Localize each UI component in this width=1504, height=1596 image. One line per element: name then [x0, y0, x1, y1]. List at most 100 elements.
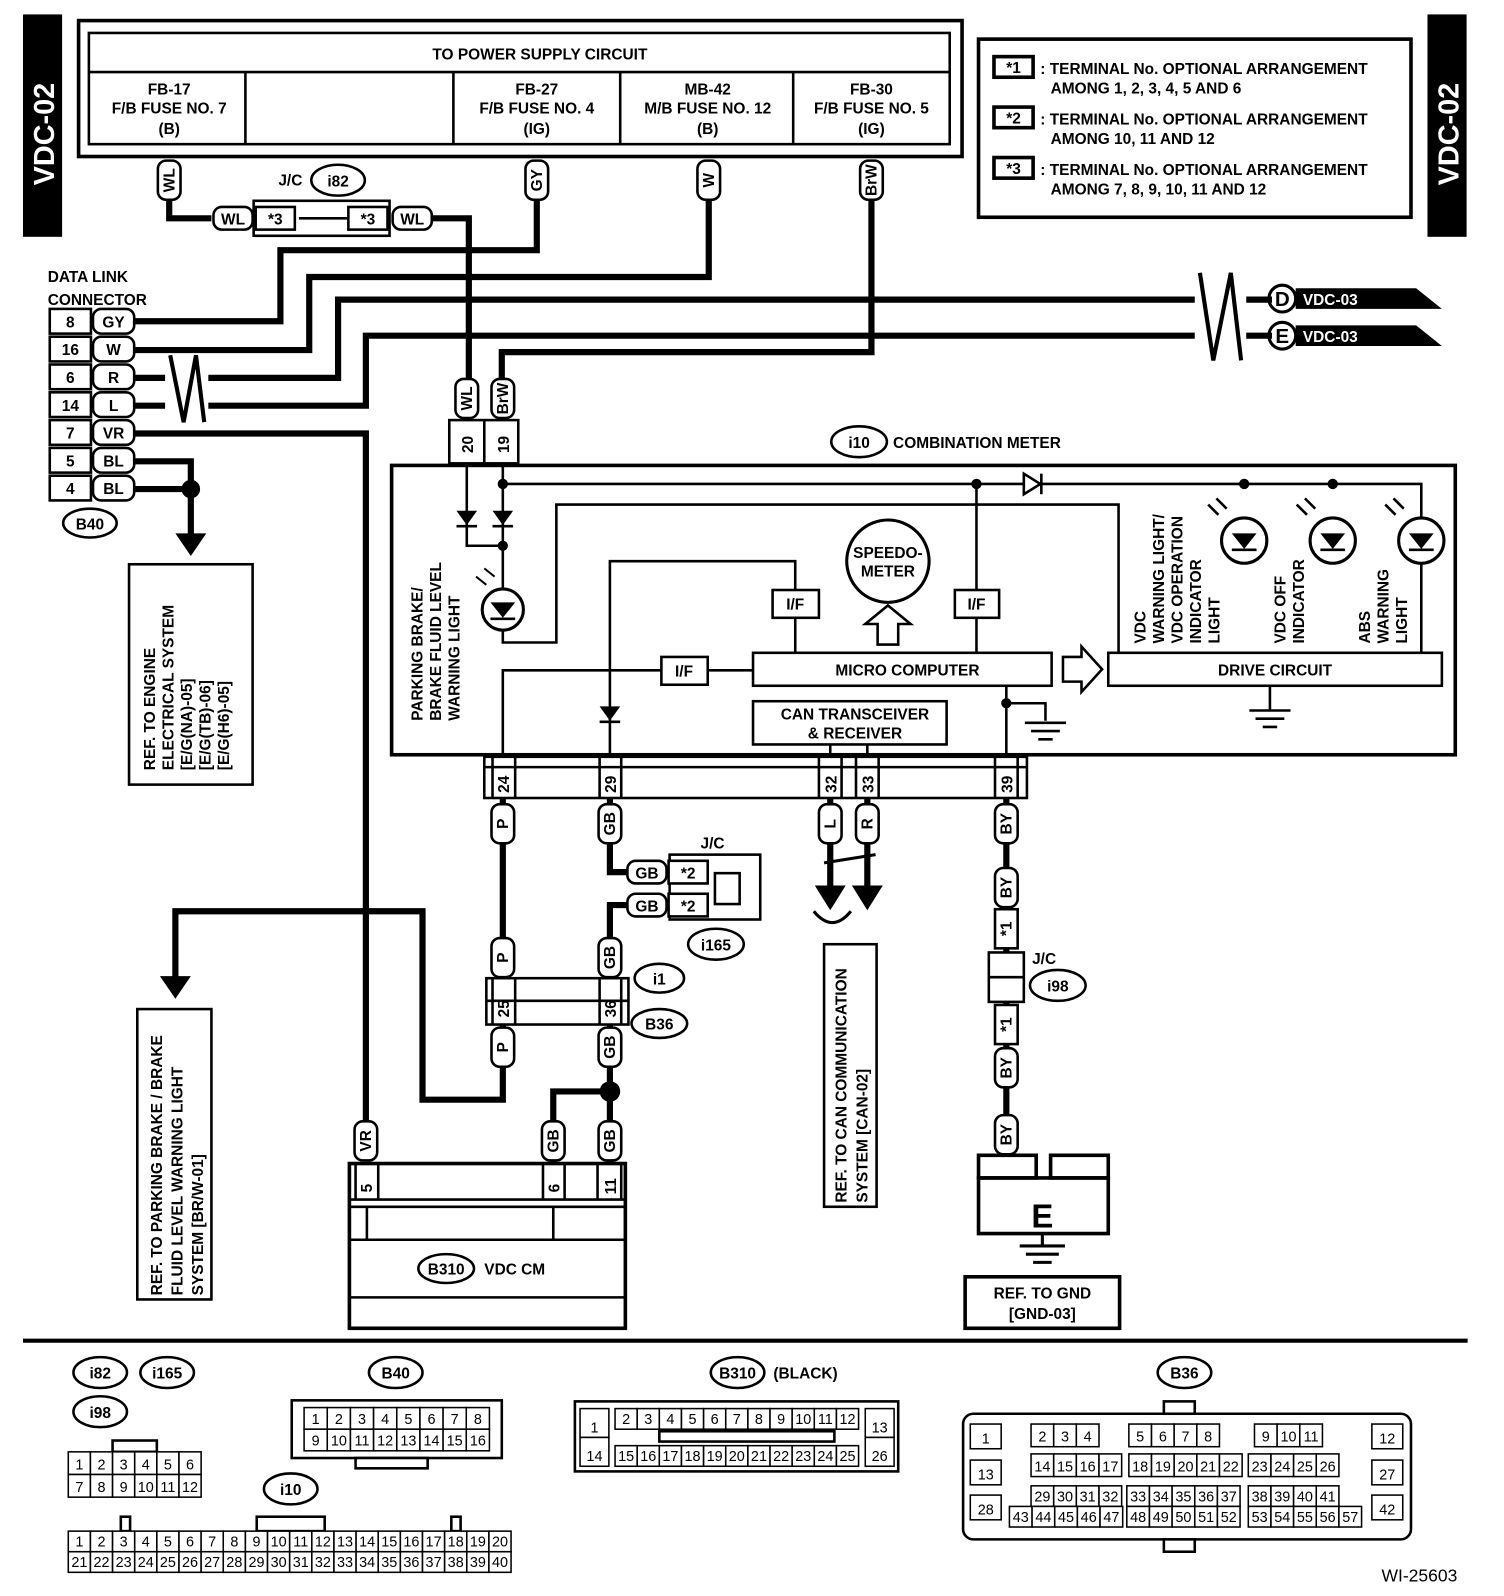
wire-tag: BY	[993, 1113, 1019, 1156]
svg-text:SPEEDO-: SPEEDO-	[853, 545, 922, 562]
svg-text:VDC-02: VDC-02	[1433, 83, 1465, 186]
wire-tag: P	[490, 802, 516, 845]
svg-text:[E/G(TB)-06]: [E/G(TB)-06]	[197, 680, 214, 770]
pin-cell: 30	[1052, 1485, 1078, 1508]
svg-text:40: 40	[1297, 1489, 1313, 1505]
pin-cell: 40	[1292, 1485, 1318, 1508]
svg-text:11: 11	[355, 1434, 370, 1450]
pin-cell: 7	[724, 1407, 749, 1430]
svg-text:BRAKE FLUID LEVEL: BRAKE FLUID LEVEL	[428, 562, 445, 721]
pin-cell: 28	[222, 1550, 247, 1574]
pin-cell: 16	[399, 1530, 424, 1553]
pin-cell: 6	[419, 1406, 444, 1430]
svg-text:2: 2	[97, 1457, 105, 1473]
svg-text:30: 30	[1057, 1489, 1073, 1505]
svg-text:DATA LINK: DATA LINK	[48, 269, 128, 286]
svg-text:J/C: J/C	[278, 172, 302, 189]
svg-text:WARNING LIGHT: WARNING LIGHT	[447, 595, 464, 721]
wire-tag: VR	[353, 1120, 379, 1162]
svg-text:P: P	[495, 819, 512, 829]
pin-cell: 12	[311, 1530, 335, 1553]
pin-cell: 7	[67, 1473, 92, 1498]
svg-text:4: 4	[666, 1412, 674, 1428]
page-tab-left: VDC-02	[22, 14, 63, 237]
wire-tag: BrW	[490, 377, 516, 420]
svg-text:REF. TO GND: REF. TO GND	[994, 1285, 1091, 1302]
svg-text:F/B FUSE NO. 4: F/B FUSE NO. 4	[479, 100, 594, 117]
svg-text:*1: *1	[998, 1017, 1015, 1032]
pin-cell: 10	[326, 1428, 352, 1452]
svg-text:4: 4	[142, 1457, 150, 1473]
svg-text:25: 25	[160, 1555, 176, 1571]
svg-text:i82: i82	[327, 173, 348, 190]
pin-cell: 4	[658, 1407, 683, 1430]
svg-text:BrW: BrW	[864, 164, 881, 196]
svg-text:WL: WL	[161, 168, 178, 192]
pin-cell: 24	[1270, 1453, 1295, 1478]
pin-cell: 3	[636, 1407, 661, 1430]
svg-text:METER: METER	[861, 564, 915, 581]
pin-cell: 2	[89, 1451, 114, 1476]
svg-text:& RECEIVER: & RECEIVER	[808, 725, 902, 742]
svg-text:LIGHT: LIGHT	[1394, 597, 1411, 644]
svg-text:24: 24	[817, 1449, 833, 1465]
svg-text:9: 9	[777, 1412, 785, 1428]
svg-text:2: 2	[622, 1412, 630, 1428]
pin-cell: 39	[1270, 1485, 1295, 1508]
pin-cell: 19	[466, 1530, 490, 1553]
wire-tag: L	[817, 802, 843, 845]
svg-text:22: 22	[1223, 1459, 1239, 1475]
pin-cell: 19	[702, 1444, 727, 1468]
wire-tag: GB	[597, 802, 623, 845]
svg-text:49: 49	[1153, 1510, 1169, 1526]
wire-tag: BY	[993, 1046, 1019, 1089]
pin-cell: 2	[614, 1407, 638, 1430]
svg-text:VDC-03: VDC-03	[1303, 329, 1358, 346]
svg-text:*2: *2	[681, 898, 696, 915]
svg-text:5: 5	[404, 1412, 412, 1428]
svg-text:33: 33	[1130, 1489, 1146, 1505]
pin-cell: 44	[1031, 1505, 1056, 1528]
pin-cell: 42	[1371, 1494, 1404, 1521]
svg-text:GY: GY	[102, 314, 125, 331]
svg-text:WL: WL	[221, 211, 245, 228]
svg-text:6: 6	[1159, 1430, 1167, 1446]
svg-text:56: 56	[1320, 1510, 1336, 1526]
svg-text:i10: i10	[848, 435, 869, 452]
pin-cell: 41	[1315, 1485, 1340, 1508]
fuse-fb30: FB-30 F/B FUSE NO. 5 (IG)	[814, 82, 929, 138]
pin-cell: 18	[680, 1444, 705, 1468]
svg-text:35: 35	[1175, 1489, 1191, 1505]
pin-cell: 6	[1150, 1423, 1175, 1448]
svg-text:2: 2	[97, 1535, 105, 1551]
svg-text:5: 5	[689, 1412, 697, 1428]
pin-cell: 55	[1292, 1505, 1318, 1528]
svg-text:22: 22	[773, 1449, 789, 1465]
svg-text:*3: *3	[361, 211, 376, 228]
offpage-connector-e[interactable]: E VDC-03	[1267, 320, 1442, 351]
svg-text:24: 24	[138, 1555, 154, 1571]
svg-text:48: 48	[1130, 1510, 1146, 1526]
svg-text:VDC-03: VDC-03	[1303, 292, 1358, 309]
vdc-warning-light-label: VDC WARNING LIGHT/ VDC OPERATION INDICAT…	[1132, 513, 1223, 643]
pin-cell: 25	[1292, 1453, 1318, 1478]
pin-cell: 9	[303, 1428, 329, 1452]
svg-text:B36: B36	[1170, 1366, 1199, 1383]
svg-text:26: 26	[872, 1449, 888, 1465]
svg-text:W: W	[106, 342, 121, 359]
svg-text:M/B FUSE NO. 12: M/B FUSE NO. 12	[644, 100, 771, 117]
svg-text:18: 18	[1132, 1459, 1148, 1475]
svg-text:WL: WL	[400, 211, 424, 228]
pin-cell: 50	[1171, 1505, 1196, 1528]
svg-text:30: 30	[271, 1555, 287, 1571]
option-mark: *1	[993, 1003, 1019, 1046]
pin-cell: 53	[1247, 1505, 1272, 1528]
svg-text:24: 24	[1274, 1459, 1290, 1475]
pin-cell: 39	[466, 1550, 490, 1574]
offpage-connector-d[interactable]: D VDC-03	[1267, 283, 1442, 314]
svg-text:1: 1	[75, 1457, 83, 1473]
svg-text:PARKING BRAKE/: PARKING BRAKE/	[410, 587, 427, 721]
